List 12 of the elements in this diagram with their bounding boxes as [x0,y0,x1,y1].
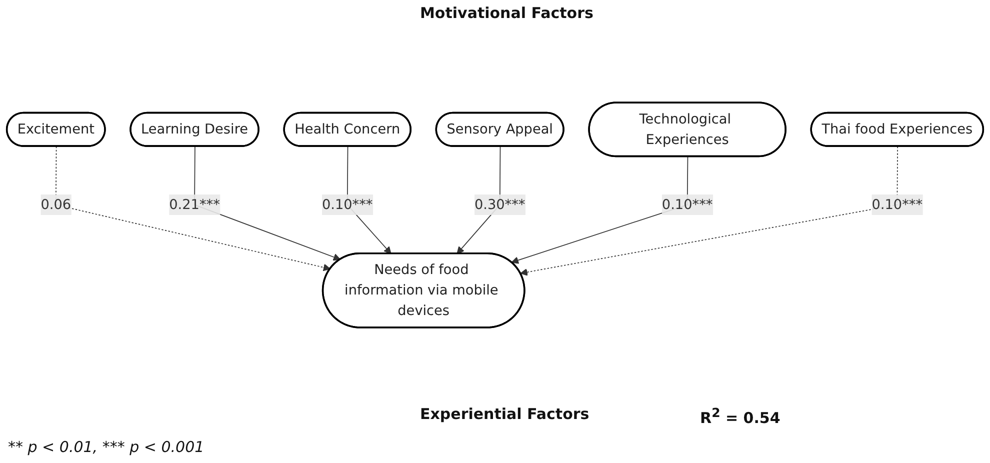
footnote: ** p < 0.01, *** p < 0.001 [8,438,204,456]
edge-label: 0.30*** [474,196,526,212]
edge-label: 0.10*** [662,196,713,212]
edge-label: 0.10*** [872,196,923,212]
edge-label: 0.06 [40,196,72,212]
arrow [55,146,331,272]
group-heading: Experiential Factors [420,405,590,423]
edge-label: 0.10*** [322,196,373,212]
r-squared-value: R$^{2}$ = 0.54 [700,405,780,427]
edge-label: 0.21*** [169,196,220,212]
arrow [520,146,898,276]
group-heading: Motivational Factors [420,4,594,22]
